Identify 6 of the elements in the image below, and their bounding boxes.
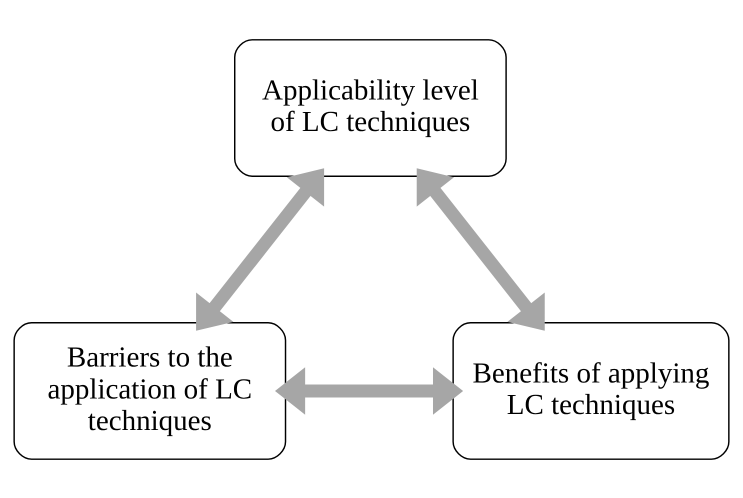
node-box: Barriers to the application of LC techniques bbox=[13, 322, 286, 460]
arrow bbox=[196, 168, 324, 330]
arrow bbox=[275, 366, 464, 414]
arrow bbox=[416, 168, 545, 330]
node-box: Benefits of applying LC techniques bbox=[452, 322, 730, 460]
node-box: Applicability level of LC techniques bbox=[234, 38, 507, 176]
